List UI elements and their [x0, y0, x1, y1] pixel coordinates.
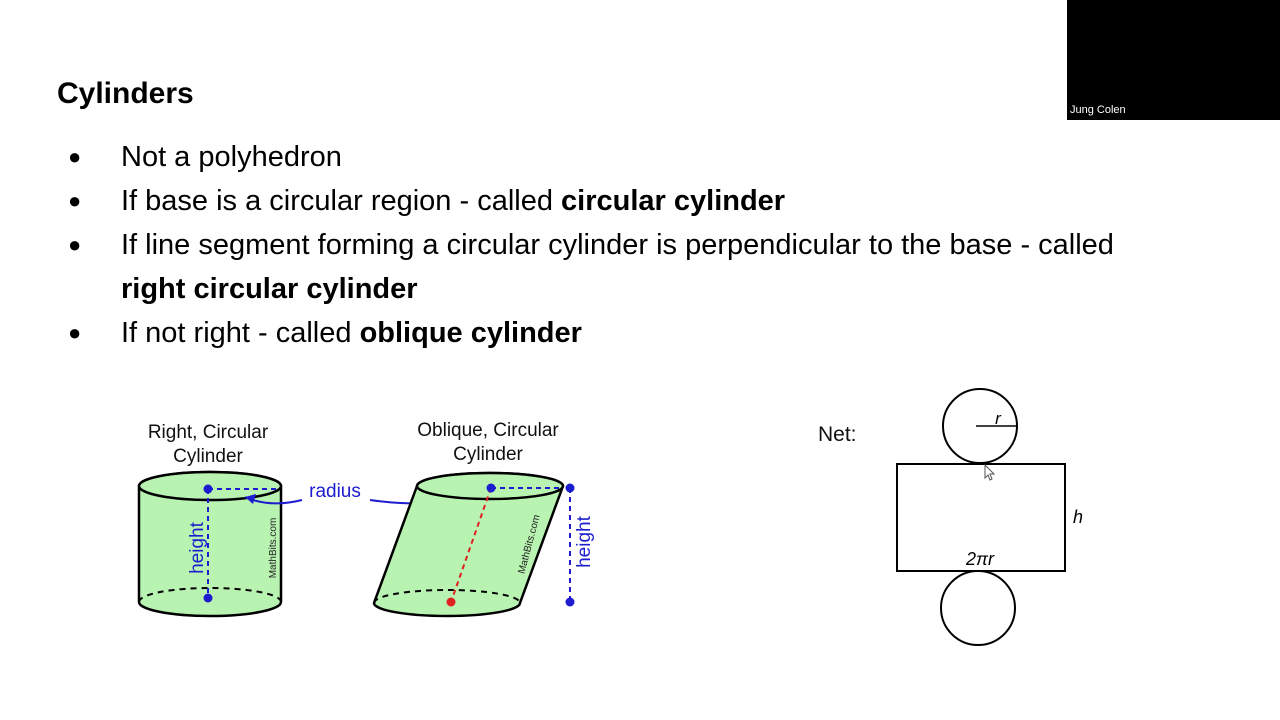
right-cylinder-caption: Right, Circular Cylinder: [147, 422, 269, 467]
right-cylinder-diagram: height MathBits.com: [137, 470, 283, 618]
right-height-label: height: [187, 521, 208, 573]
oblique-cylinder-caption: Oblique, Circular Cylinder: [417, 420, 559, 465]
bullet-item: ● If base is a circular region - called …: [0, 179, 1280, 223]
cylinder-net-diagram: r h 2πr: [896, 388, 1083, 646]
bullet-dot-icon: ●: [68, 144, 82, 169]
bullet-text: If line segment forming a circular cylin…: [121, 229, 1114, 261]
right-watermark: MathBits.com: [268, 518, 279, 579]
bullet-item: ● Not a polyhedron: [0, 135, 1280, 179]
slide-title: Cylinders: [57, 77, 194, 110]
participant-name: Jung Colen: [1070, 104, 1126, 116]
oblique-cylinder-diagram: height MathBits.com: [372, 471, 595, 618]
bullet-dot-icon: ●: [68, 320, 82, 345]
net-height-label: h: [1073, 507, 1083, 527]
bullet-term: oblique cylinder: [359, 317, 582, 349]
bullet-item: ● If not right - called oblique cylinder: [0, 311, 1280, 355]
mouse-cursor-icon: [984, 463, 996, 481]
bullet-text: If not right - called: [121, 317, 360, 349]
bullet-dot-icon: ●: [68, 232, 82, 257]
bullet-list: ● Not a polyhedron ● If base is a circul…: [0, 135, 1280, 355]
bullet-dot-icon: ●: [68, 188, 82, 213]
radius-label: radius: [309, 481, 361, 502]
bullet-term: circular cylinder: [561, 185, 786, 217]
bullet-term: right circular cylinder: [121, 273, 418, 305]
bullet-text: If base is a circular region - called: [121, 185, 562, 217]
net-radius-label: r: [995, 409, 1002, 428]
net-circumference-label: 2πr: [965, 549, 995, 569]
bullet-text: Not a polyhedron: [121, 141, 342, 173]
net-label: Net:: [818, 423, 857, 446]
oblique-height-label: height: [574, 515, 595, 567]
bullet-item: ● If line segment forming a circular cyl…: [0, 223, 1280, 311]
participant-video-tile[interactable]: Jung Colen: [1067, 0, 1280, 120]
